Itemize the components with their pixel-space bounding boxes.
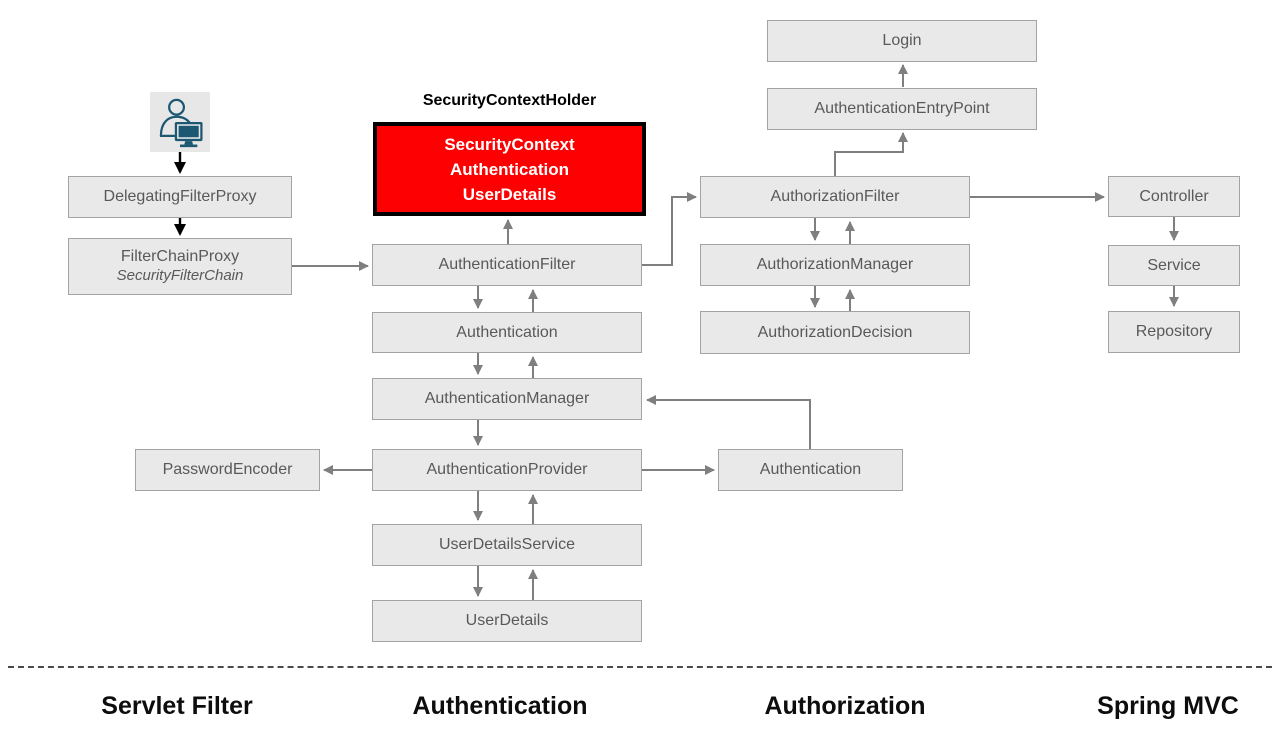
node-authorization-filter: AuthorizationFilter: [700, 176, 970, 218]
lane-label-authorization: Authorization: [764, 692, 926, 720]
node-authentication-result: Authentication: [718, 449, 903, 491]
arrow-authentication-result-to-authenticationmanager: [646, 395, 811, 449]
node-authorization-manager: AuthorizationManager: [700, 244, 970, 286]
security-context-holder-box: SecurityContext Authentication UserDetai…: [373, 122, 646, 216]
node-user-details: UserDetails: [372, 600, 642, 642]
lane-label-servlet-filter: Servlet Filter: [101, 692, 253, 720]
node-authentication-provider: AuthenticationProvider: [372, 449, 642, 491]
node-authentication-manager: AuthenticationManager: [372, 378, 642, 420]
security-context-holder-title: SecurityContextHolder: [422, 92, 597, 109]
lane-label-authentication: Authentication: [412, 692, 588, 720]
filter-chain-proxy-label: FilterChainProxy: [120, 248, 240, 266]
security-filter-chain-label: SecurityFilterChain: [116, 267, 244, 285]
node-authentication: Authentication: [372, 312, 642, 353]
node-authentication-filter: AuthenticationFilter: [372, 244, 642, 286]
lane-label-spring-mvc: Spring MVC: [1097, 692, 1239, 720]
node-repository: Repository: [1108, 311, 1240, 353]
arrow-authorizationfilter-to-authenticationentrypoint: [834, 132, 908, 176]
node-filter-chain-proxy: FilterChainProxy SecurityFilterChain: [68, 238, 292, 295]
user-at-computer-icon: [159, 98, 203, 148]
arrow-authenticationfilter-to-authorizationfilter: [642, 192, 697, 266]
node-service: Service: [1108, 245, 1240, 286]
holder-line-security-context: SecurityContext: [444, 134, 575, 154]
node-authentication-entry-point: AuthenticationEntryPoint: [767, 88, 1037, 130]
holder-line-authentication: Authentication: [450, 159, 569, 179]
node-user-details-service: UserDetailsService: [372, 524, 642, 566]
node-delegating-filter-proxy: DelegatingFilterProxy: [68, 176, 292, 218]
node-password-encoder: PasswordEncoder: [135, 449, 320, 491]
node-authorization-decision: AuthorizationDecision: [700, 311, 970, 354]
node-login: Login: [767, 20, 1037, 62]
node-controller: Controller: [1108, 176, 1240, 217]
user-tile: [150, 92, 210, 152]
lane-divider: [8, 666, 1272, 668]
holder-line-user-details: UserDetails: [462, 184, 557, 204]
